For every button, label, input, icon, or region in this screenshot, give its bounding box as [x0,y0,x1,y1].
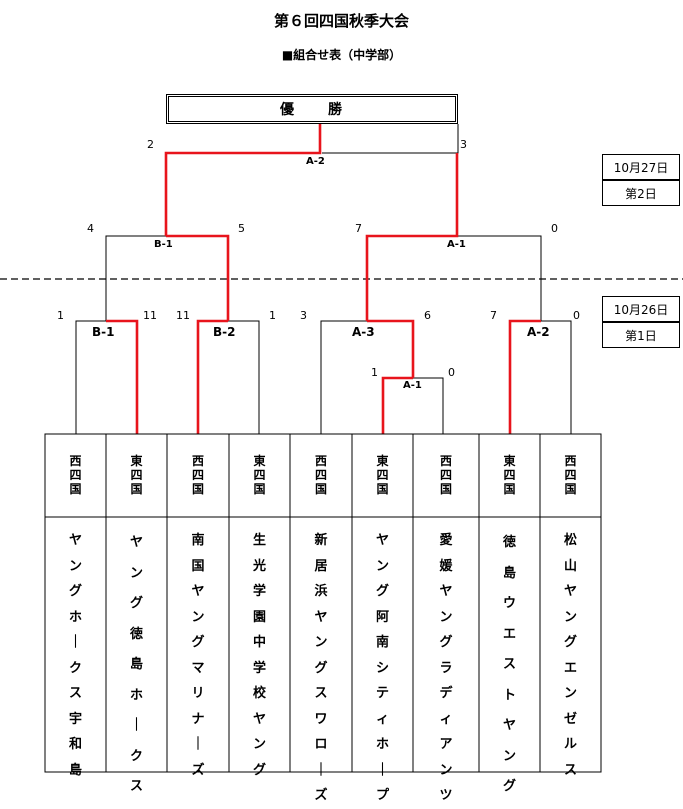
teams-outer-border [44,433,602,773]
r1b1-left-arm [75,320,106,434]
semi-left-score-left: 4 [87,222,94,235]
pre-a1-winner [381,376,413,434]
team-column: 東四国ヤング阿南シティホ｜プ [352,434,413,803]
pre-a1-match-label: A-1 [403,380,422,391]
semi-right-score-left: 7 [355,222,362,235]
bracket-red-lines [106,124,541,434]
team-region: 東四国 [376,454,389,496]
day2-date: 10月27日 [613,160,669,175]
team-name: 新居浜ヤングスワロ｜ズ [314,533,328,803]
champion-box: 優 勝 [166,94,458,124]
final-score-left: 2 [147,138,154,151]
r1a2-right-arm [541,320,572,434]
team-region: 西四国 [69,454,82,496]
team-column: 西四国愛媛ヤングラディアンツ [413,434,479,803]
r1b1-score-left: 1 [57,309,64,322]
team-name: ヤング阿南シティホ｜プ [375,533,389,803]
team-region: 東四国 [253,454,266,496]
r1a3-score-right: 6 [424,309,431,322]
semi-right-left-arm [457,235,542,321]
team-column: 西四国南国ヤングマリナ｜ズ [167,434,229,778]
r1b2-winner [196,319,228,434]
team-column: 西四国新居浜ヤングスワロ｜ズ [290,434,352,803]
team-region: 東四国 [130,454,143,496]
team-column: 東四国ヤング徳島ホ｜クス [106,434,167,794]
team-name: 徳島ウエストヤング [502,535,516,794]
pre-a1-right-arm [413,377,444,434]
semi-right-match-label: A-1 [447,239,466,250]
semi-left-score-right: 5 [238,222,245,235]
semi-left-match-label: B-1 [154,239,173,250]
team-region: 西四国 [564,454,577,496]
team-region: 西四国 [439,454,452,496]
r1a2-score-right: 0 [573,309,580,322]
team-column: 東四国徳島ウエストヤング [479,434,540,794]
team-name: 愛媛ヤングラディアンツ [439,533,453,803]
r1a3-match-label: A-3 [352,325,375,339]
team-name: 南国ヤングマリナ｜ズ [191,533,205,778]
pre-a1-score-right: 0 [448,366,455,379]
r1a2-score-left: 7 [490,309,497,322]
final-match-label: A-2 [306,156,325,167]
r1a2-winner [508,319,541,434]
team-name: 松山ヤングエンゼルス [563,533,577,778]
team-name: ヤング徳島ホ｜クス [129,535,143,794]
champion-label: 優 勝 [280,102,344,118]
team-region: 西四国 [314,454,327,496]
r1b2-score-right: 1 [269,309,276,322]
r1b2-match-label: B-2 [213,325,236,339]
page-subtitle: ■組合せ表（中学部） [281,48,402,62]
day2-label-box: 第2日 [602,180,680,206]
champion-path-final [164,124,322,236]
r1a3-score-left: 3 [300,309,307,322]
semi-left-winner [166,234,230,321]
day2-date-box: 10月27日 [602,154,680,180]
day1-date: 10月26日 [613,302,669,317]
team-column: 東四国生光学園中学校ヤング [229,434,290,778]
semi-right-winner [365,153,459,321]
team-name: 生光学園中学校ヤング [252,533,266,778]
team-column: 西四国松山ヤングエンゼルス [540,434,601,778]
semi-right-score-right: 0 [551,222,558,235]
day1-label: 第1日 [625,328,657,343]
team-region: 東四国 [503,454,516,496]
r1b2-right-arm [228,320,260,434]
day1-label-box: 第1日 [602,322,680,348]
r1b1-match-label: B-1 [92,325,115,339]
day1-date-box: 10月26日 [602,296,680,322]
r1b2-score-left: 11 [176,309,190,322]
r1b1-score-right: 11 [143,309,157,322]
team-column: 西四国ヤングホ｜クス宇和島 [45,434,106,778]
team-region: 西四国 [191,454,204,496]
pre-a1-score-left: 1 [371,366,378,379]
r1a2-match-label: A-2 [527,325,550,339]
r1a3-left-arm [320,320,367,434]
team-name: ヤングホ｜クス宇和島 [68,533,82,778]
page-title: 第６回四国秋季大会 [273,12,409,30]
final-score-right: 3 [460,138,467,151]
semi-left-right-arm [105,235,166,321]
r1a3-winner [367,319,415,378]
r1b1-winner [106,319,139,434]
day2-label: 第2日 [625,186,657,201]
